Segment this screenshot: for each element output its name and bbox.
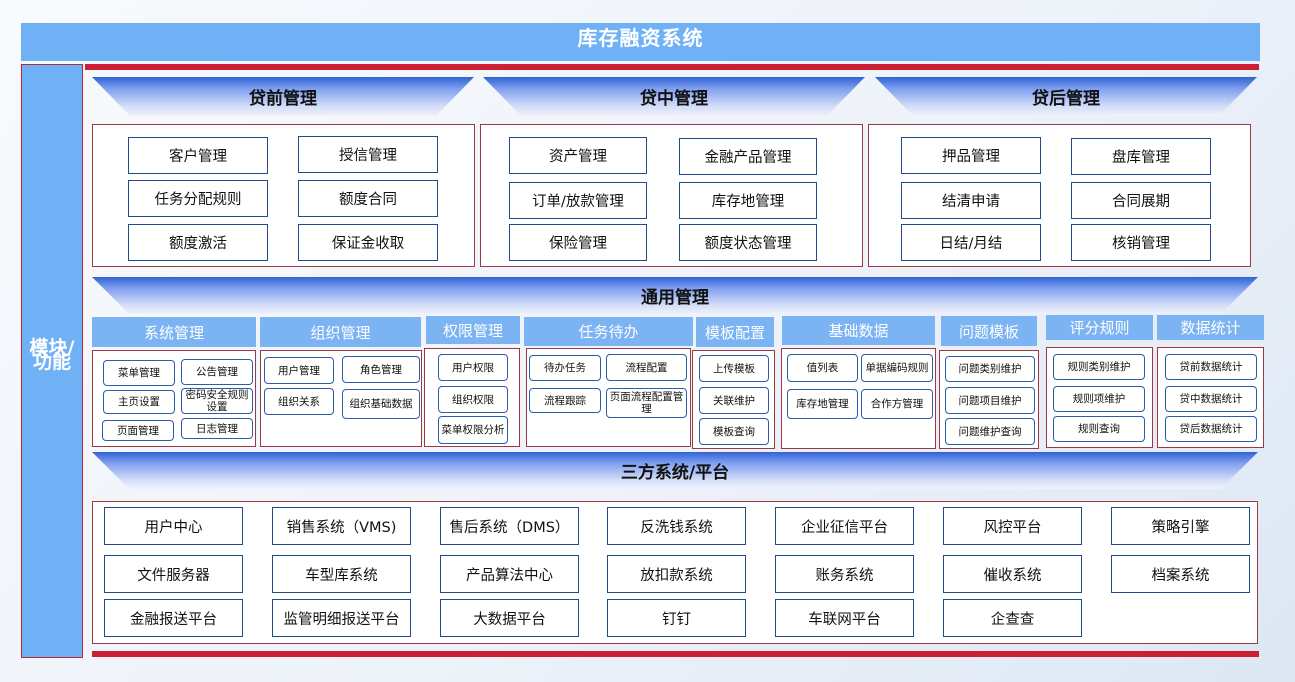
module-box[interactable]: 额度状态管理 (679, 224, 817, 261)
function-item[interactable]: 角色管理 (342, 356, 420, 383)
group-header-organization: 组织管理 (260, 317, 421, 347)
group-header-permission: 权限管理 (426, 316, 520, 344)
platform-box[interactable]: 账务系统 (775, 555, 914, 593)
module-box[interactable]: 任务分配规则 (128, 180, 268, 217)
module-box[interactable]: 客户管理 (128, 137, 268, 174)
function-item[interactable]: 上传模板 (699, 355, 769, 382)
platform-box[interactable]: 企查查 (943, 599, 1082, 637)
section-header-mid-loan: 贷中管理 (483, 77, 865, 116)
function-item[interactable]: 待办任务 (529, 355, 601, 381)
function-item[interactable]: 公告管理 (181, 359, 253, 385)
function-item[interactable]: 模板查询 (699, 418, 769, 445)
module-box[interactable]: 日结/月结 (901, 224, 1041, 261)
platform-box[interactable]: 档案系统 (1111, 555, 1250, 593)
function-item[interactable]: 菜单管理 (103, 360, 175, 386)
platform-box[interactable]: 钉钉 (607, 599, 746, 637)
sidebar-label-line2: 功能 (32, 351, 71, 373)
sidebar-label-line1: 模块/ (29, 337, 75, 359)
function-item[interactable]: 规则查询 (1053, 416, 1145, 442)
platform-box[interactable]: 放扣款系统 (607, 555, 746, 593)
module-box[interactable]: 合同展期 (1071, 182, 1211, 219)
section-header-pre-loan: 贷前管理 (92, 77, 474, 116)
function-item[interactable]: 规则类别维护 (1053, 354, 1145, 380)
platform-box[interactable]: 用户中心 (104, 507, 243, 545)
module-box[interactable]: 额度激活 (128, 224, 268, 261)
platform-box[interactable]: 风控平台 (943, 507, 1082, 545)
platform-box[interactable]: 产品算法中心 (440, 555, 579, 593)
function-item[interactable]: 问题维护查询 (945, 418, 1035, 445)
platform-box[interactable]: 金融报送平台 (104, 599, 243, 637)
module-box[interactable]: 保险管理 (509, 224, 647, 261)
platform-box[interactable]: 车联网平台 (775, 599, 914, 637)
function-item[interactable]: 库存地管理 (787, 389, 858, 419)
function-item[interactable]: 用户权限 (438, 354, 508, 381)
function-item[interactable]: 贷中数据统计 (1165, 386, 1257, 412)
platform-box[interactable]: 催收系统 (943, 555, 1082, 593)
function-item[interactable]: 流程配置 (606, 354, 687, 381)
top-red-divider (85, 64, 1259, 70)
platform-box[interactable]: 大数据平台 (440, 599, 579, 637)
function-item[interactable]: 组织基础数据 (342, 389, 420, 419)
module-box[interactable]: 保证金收取 (298, 224, 438, 261)
module-box[interactable]: 额度合同 (298, 180, 438, 217)
platform-box[interactable]: 售后系统（DMS） (440, 507, 579, 545)
section-header-post-loan: 贷后管理 (875, 77, 1257, 116)
module-box[interactable]: 金融产品管理 (679, 138, 817, 175)
function-item[interactable]: 贷后数据统计 (1165, 416, 1257, 442)
platform-box[interactable]: 监管明细报送平台 (272, 599, 411, 637)
module-box[interactable]: 核销管理 (1071, 224, 1211, 261)
function-item[interactable]: 问题项目维护 (945, 387, 1035, 414)
module-box[interactable]: 押品管理 (901, 137, 1041, 174)
platform-box[interactable]: 文件服务器 (104, 555, 243, 593)
function-item[interactable]: 规则项维护 (1053, 386, 1145, 412)
function-item[interactable]: 问题类别维护 (945, 356, 1035, 382)
group-header-statistics: 数据统计 (1157, 315, 1264, 340)
group-header-basic-data: 基础数据 (782, 316, 935, 345)
group-header-system: 系统管理 (92, 317, 256, 347)
platform-box[interactable]: 企业征信平台 (775, 507, 914, 545)
platform-box[interactable]: 策略引擎 (1111, 507, 1250, 545)
function-item[interactable]: 关联维护 (699, 387, 769, 414)
section-header-third-party: 三方系统/平台 (92, 452, 1258, 489)
function-item[interactable]: 值列表 (787, 354, 858, 382)
function-item[interactable]: 主页设置 (103, 390, 175, 414)
function-item[interactable]: 组织关系 (264, 388, 334, 415)
page-title: 库存融资系统 (21, 23, 1260, 61)
function-item[interactable]: 菜单权限分析 (438, 416, 508, 444)
platform-box[interactable]: 销售系统（VMS) (272, 507, 411, 545)
section-title-mid-loan: 贷中管理 (640, 89, 708, 109)
section-title-pre-loan: 贷前管理 (249, 89, 317, 109)
platform-box[interactable]: 车型库系统 (272, 555, 411, 593)
function-item[interactable]: 贷前数据统计 (1165, 354, 1257, 380)
function-item[interactable]: 用户管理 (264, 357, 334, 384)
group-header-issue-template: 问题模板 (941, 316, 1037, 346)
section-header-general: 通用管理 (92, 277, 1258, 314)
function-item[interactable]: 页面流程配置管理 (606, 388, 687, 418)
module-box[interactable]: 盘库管理 (1071, 138, 1211, 175)
function-item[interactable]: 页面管理 (102, 420, 174, 441)
module-box[interactable]: 授信管理 (298, 136, 438, 173)
platform-box[interactable]: 反洗钱系统 (607, 507, 746, 545)
function-item[interactable]: 密码安全规则设置 (181, 388, 253, 414)
function-item[interactable]: 组织权限 (438, 386, 508, 413)
function-item[interactable]: 单据编码规则 (861, 354, 933, 382)
section-title-third-party: 三方系统/平台 (620, 463, 730, 483)
function-item[interactable]: 日志管理 (181, 418, 253, 439)
module-box[interactable]: 库存地管理 (679, 182, 817, 219)
module-sidebar: 模块/ 功能 (21, 64, 83, 658)
function-item[interactable]: 流程跟踪 (529, 388, 601, 413)
section-title-general: 通用管理 (641, 288, 709, 308)
module-box[interactable]: 资产管理 (509, 137, 647, 174)
bottom-red-divider (92, 651, 1259, 657)
group-header-task: 任务待办 (524, 317, 693, 346)
module-box[interactable]: 订单/放款管理 (509, 182, 647, 219)
group-header-scoring: 评分规则 (1046, 315, 1153, 340)
section-title-post-loan: 贷后管理 (1032, 89, 1100, 109)
function-item[interactable]: 合作方管理 (861, 389, 933, 419)
module-box[interactable]: 结清申请 (901, 182, 1041, 219)
group-header-template: 模板配置 (696, 317, 774, 347)
